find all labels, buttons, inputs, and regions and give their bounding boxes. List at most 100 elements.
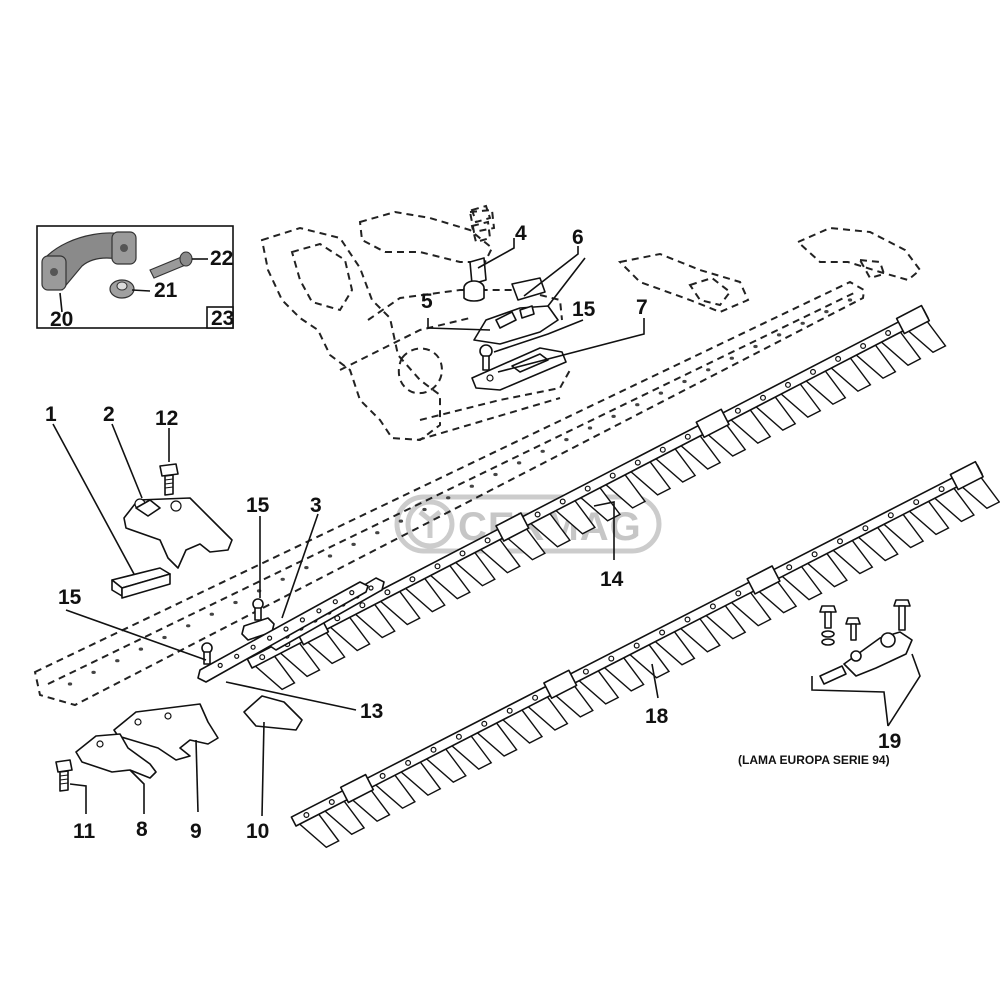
knife-bar-18-rivet — [735, 590, 742, 597]
callout-20: 20 — [50, 308, 73, 331]
part-22-bolt — [149, 251, 193, 279]
frame-hole — [635, 403, 640, 407]
part-2-clip-bracket — [123, 497, 233, 569]
strip-13-hole — [299, 617, 305, 623]
frame-hole — [280, 577, 285, 581]
frame-hole — [540, 449, 545, 453]
callout-15-top: 15 — [572, 298, 596, 321]
frame-hole — [351, 542, 356, 547]
callout-11: 11 — [73, 820, 96, 843]
part-6-clip — [511, 277, 546, 301]
callout-15-middle: 15 — [246, 494, 270, 517]
strip-13-hole — [349, 589, 355, 596]
knife-bar-18-rivet — [379, 772, 386, 779]
knife-bar-14-clamp — [495, 512, 530, 542]
frame-hole — [776, 333, 782, 337]
knife-bar-14-rivet — [634, 459, 641, 466]
knife-bar-18-rivet — [836, 538, 843, 545]
frame-hole — [446, 496, 451, 500]
frame-hole — [729, 356, 734, 360]
strip-13-hole — [250, 644, 256, 650]
knife-bar-18-clamp — [543, 669, 578, 700]
knife-bar-14-rivet — [559, 498, 566, 505]
callout-2: 2 — [103, 403, 115, 426]
frame-hole — [469, 484, 474, 488]
part-21-nut — [109, 279, 135, 299]
frame-hole — [327, 554, 333, 558]
frame-hole — [564, 438, 569, 442]
knife-bar-18-rivet — [709, 603, 716, 610]
frame-hole — [91, 670, 96, 675]
callout-5: 5 — [421, 290, 433, 313]
knife-bar-18-rivet — [862, 525, 869, 532]
knife-bar-14-clamp — [895, 304, 931, 335]
note-lama-europa: (LAMA EUROPA SERIE 94) — [738, 753, 890, 767]
part-5-knife-head — [473, 305, 559, 345]
frame-hole — [587, 426, 593, 430]
callout-3: 3 — [310, 494, 322, 517]
part-13-strip — [197, 581, 369, 683]
frame-hole — [611, 414, 616, 418]
knife-bar-14-rivet — [659, 446, 666, 453]
knife-bar-14-rivet — [759, 394, 766, 401]
bottom-parts: 11 8 9 10 — [55, 695, 303, 843]
frame-hole — [115, 659, 120, 663]
frame-hole — [138, 647, 144, 651]
strip-13-hole — [217, 662, 223, 669]
frame-hole — [682, 379, 687, 384]
knife-bar-18-clamp — [339, 773, 375, 804]
callout-8: 8 — [136, 818, 148, 841]
frame-hole — [304, 566, 309, 570]
part-12-bolt — [159, 463, 179, 496]
frame-hole — [186, 624, 191, 628]
knife-bar-18-rivet — [887, 512, 894, 519]
callout-7: 7 — [636, 296, 648, 319]
part-10-finger — [243, 695, 303, 731]
callout-9: 9 — [190, 820, 202, 843]
knife-bar-18-rivet — [430, 746, 437, 753]
knife-bar-14-rivet — [684, 433, 691, 440]
knife-bar-18-rivet — [786, 564, 793, 571]
frame-hole — [800, 321, 805, 325]
part-18-knife-bar: 18 — [290, 460, 1000, 849]
callout-1: 1 — [45, 403, 57, 426]
knife-bar-18-rivet — [938, 486, 945, 493]
callout-4: 4 — [515, 222, 527, 245]
part-15-middle — [241, 598, 275, 641]
strip-13-hole — [332, 599, 338, 605]
knife-bar-18-clamp — [949, 460, 984, 491]
left-parts: 1 2 12 15 3 15 13 — [45, 403, 385, 723]
callout-14: 14 — [600, 568, 624, 591]
knife-bar-14-rivet — [359, 602, 366, 609]
frame-hole — [67, 682, 73, 686]
knife-bar-18-rivet — [481, 720, 488, 727]
callout-10: 10 — [246, 820, 269, 843]
knife-bar-18-rivet — [811, 551, 818, 558]
knife-bar-14-rivet — [384, 589, 391, 596]
part-20-bracket — [41, 231, 137, 291]
knife-bar-14-rivet — [885, 330, 892, 337]
part-19-knife-head-kit: 19 (LAMA EUROPA SERIE 94) — [738, 599, 921, 767]
knife-bar-14-rivet — [860, 343, 867, 350]
knife-bar-14-rivet — [484, 537, 491, 544]
knife-bar-18-rivet — [582, 668, 589, 675]
strip-13-hole — [316, 608, 322, 614]
knife-bar-14-rivet — [609, 472, 616, 479]
callout-21: 21 — [154, 279, 178, 302]
knife-bar-14-rivet — [734, 407, 741, 414]
knife-bar-18-rivet — [913, 499, 920, 506]
part-14-knife-bar: 14 — [246, 304, 947, 691]
knife-bar-14-rivet — [409, 576, 416, 583]
knife-head-parts: 4 6 5 15 7 — [421, 204, 648, 391]
part-9-plate — [113, 703, 219, 761]
callout-6: 6 — [572, 226, 584, 249]
dashed-cutter-bar-frame — [33, 208, 922, 707]
frame-hole — [375, 531, 380, 535]
knife-bar-14-rivet — [835, 355, 842, 362]
knife-bar-18-rivet — [328, 798, 335, 805]
inset-box: 20 21 22 23 — [36, 225, 234, 331]
frame-hole — [162, 635, 167, 640]
knife-bar-14-rivet — [584, 485, 591, 492]
strip-13-hole — [283, 626, 289, 632]
